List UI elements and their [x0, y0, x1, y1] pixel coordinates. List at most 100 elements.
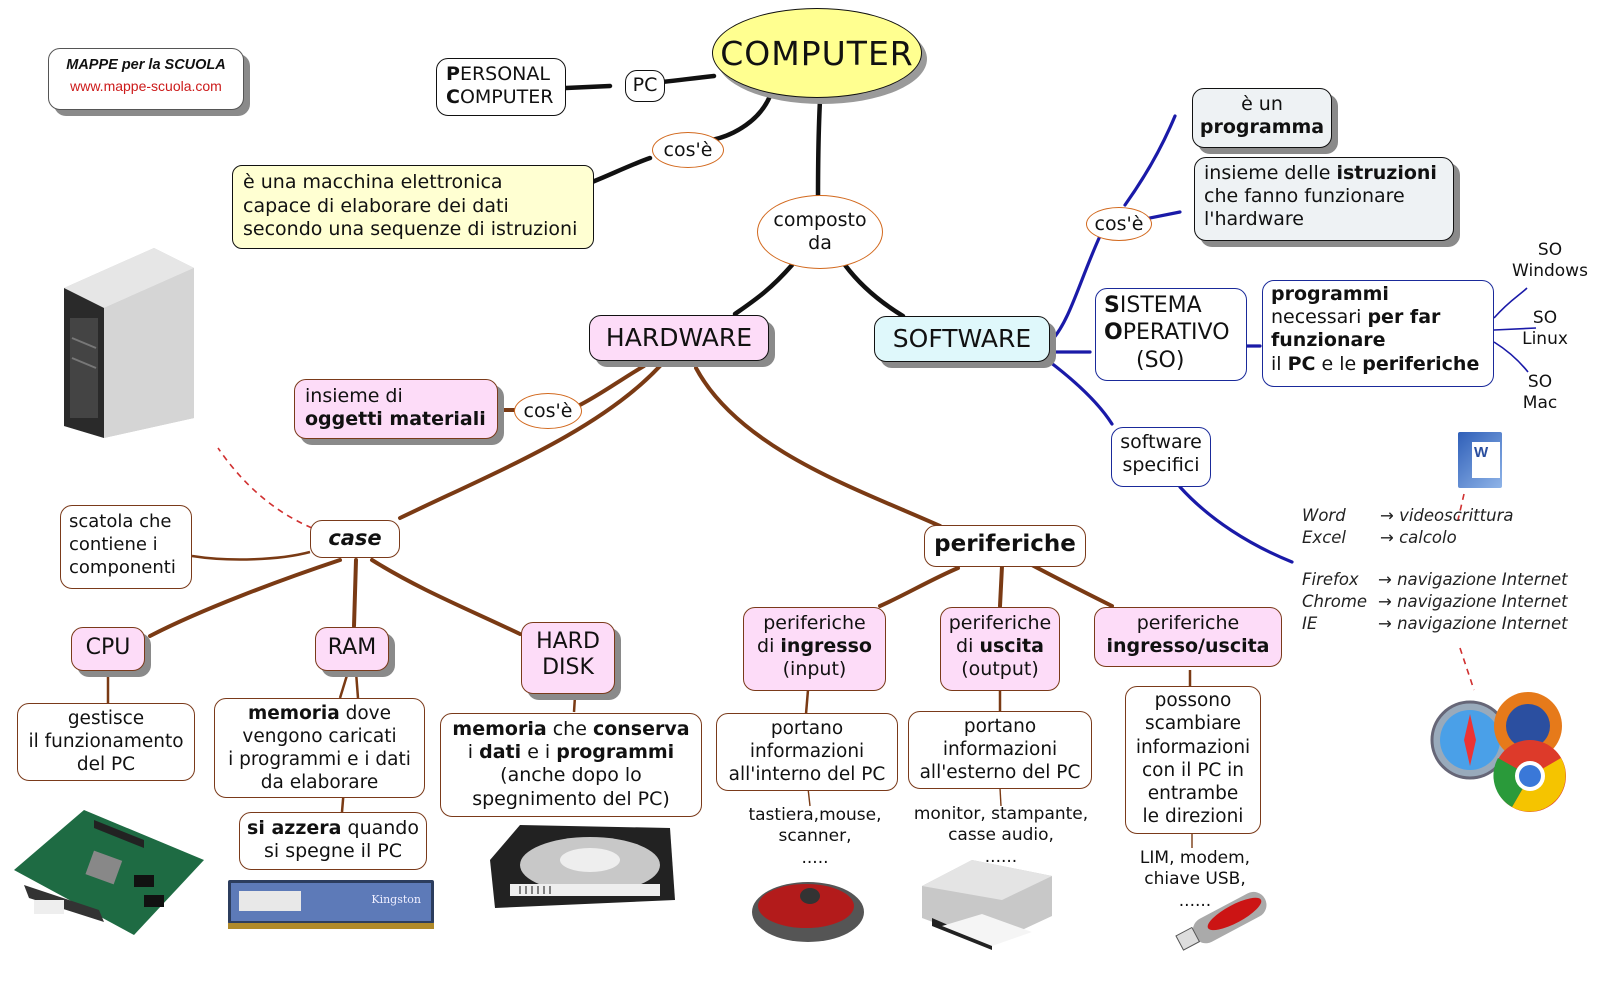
software-node[interactable]: SOFTWARE [874, 316, 1050, 362]
cpu-description-node[interactable]: gestisce il funzionamento del PC [17, 703, 195, 781]
hw-def-bold: oggetti materiali [305, 407, 486, 430]
is-program-node[interactable]: è un programma [1192, 88, 1332, 148]
os-example-line: SO [1527, 372, 1553, 392]
app-name: Word [1302, 506, 1346, 525]
definition-line: secondo una sequenze di istruzioni [243, 218, 578, 241]
os-initial: O [1104, 320, 1123, 346]
case-desc-line: componenti [69, 557, 176, 579]
example-line: monitor, stampante, [913, 804, 1089, 824]
app-row: Firefox→ navigazione Internet [1302, 570, 1568, 589]
osdef-text: e le [1315, 352, 1363, 375]
link-os-linux [1493, 327, 1537, 331]
output-description-node[interactable]: portano informazioni all'esterno del PC [908, 711, 1092, 789]
case-label: case [328, 526, 382, 550]
cose-link-hardware[interactable]: cos'è [514, 393, 582, 429]
instr-line: che fanno funzionare [1204, 185, 1405, 208]
hw-def-line1: insieme di [305, 385, 403, 407]
hardware-definition-node[interactable]: insieme di oggetti materiali [294, 379, 498, 439]
link-input-desc [804, 689, 810, 715]
io-desc-line: entrambe [1147, 783, 1239, 805]
root-node-computer[interactable]: COMPUTER [712, 8, 922, 98]
composto-da-link[interactable]: composto da [757, 195, 883, 269]
link-pc-personal [563, 83, 613, 91]
operating-system-node[interactable]: SISTEMA OPERATIVO (SO) [1095, 288, 1247, 381]
link-case-cpu [148, 558, 342, 638]
pc-abbrev-node[interactable]: PC [625, 70, 665, 102]
brand-box: MAPPE per la SCUOLA www.mappe-scuola.com [48, 48, 244, 110]
case-description-node[interactable]: scatola che contiene i componenti [60, 505, 192, 589]
ram-node[interactable]: RAM [315, 627, 389, 671]
link-hardware-case [398, 364, 662, 520]
cose-link-root[interactable]: cos'è [652, 132, 724, 168]
specific-line: software [1120, 431, 1202, 453]
os-example-line: SO [1532, 308, 1558, 328]
link-cose-definition [589, 155, 653, 185]
output-desc-line: informazioni [942, 738, 1058, 760]
app-use: → calcolo [1380, 528, 1457, 547]
peripherals-node[interactable]: periferiche [924, 525, 1086, 567]
input-desc-line: portano [770, 718, 844, 739]
cose-link-software[interactable]: cos'è [1086, 207, 1152, 241]
link-composto-hardware [732, 262, 795, 317]
os-example-line: Linux [1522, 329, 1568, 350]
example-line: ..... [801, 847, 829, 868]
input-examples: tastiera,mouse, scanner, ..... [740, 805, 890, 869]
computer-definition-node[interactable]: è una macchina elettronica capace di ela… [232, 165, 594, 249]
personal-text: ERSONAL [459, 63, 550, 85]
output-peripherals-node[interactable]: periferiche di uscita (output) [940, 607, 1060, 691]
ram-note-bold: si azzera [247, 817, 342, 839]
ram-note-node[interactable]: si azzera quando si spegne il PC [239, 812, 427, 870]
hdd-text: i [467, 741, 480, 764]
ram-note-text: quando [341, 817, 419, 839]
io-description-node[interactable]: possono scambiare informazioni con il PC… [1125, 686, 1261, 834]
link-os-windows [1493, 287, 1528, 319]
io-desc-line: le direzioni [1142, 806, 1244, 828]
personal-computer-node[interactable]: PERSONAL COMPUTER [436, 58, 566, 116]
case-desc-line: scatola che [69, 511, 172, 532]
case-node[interactable]: case [310, 520, 400, 558]
pc-tower-image [64, 248, 194, 438]
instructions-node[interactable]: insieme delle istruzioni che fanno funzi… [1194, 157, 1454, 241]
app-row: Chrome→ navigazione Internet [1302, 592, 1568, 611]
hard-disk-node[interactable]: HARD DISK [521, 622, 615, 694]
word-letter: W [1474, 444, 1489, 461]
pc-initial-p: P [446, 63, 460, 85]
io-desc-line: informazioni [1135, 736, 1251, 758]
instr-line: l'hardware [1204, 208, 1304, 231]
output-examples: monitor, stampante, casse audio, ...... [906, 804, 1096, 868]
hard-disk-description-node[interactable]: memoria che conserva i dati e i programm… [440, 713, 702, 817]
input-desc-line: all'interno del PC [728, 763, 886, 785]
os-definition-node[interactable]: programmi necessari per far funzionare i… [1262, 280, 1494, 387]
ram-description-node[interactable]: memoria dove vengono caricati i programm… [214, 698, 425, 798]
osdef-text: necessari [1271, 306, 1368, 329]
os-example-mac: SO Mac [1505, 372, 1575, 415]
brand-title: MAPPE per la SCUOLA [66, 57, 226, 73]
hdd-bold: programmi [556, 741, 675, 764]
hdd-desc-line: spegnimento del PC) [472, 787, 670, 810]
specific-software-node[interactable]: software specifici [1111, 427, 1211, 487]
instr-text: insieme delle [1204, 162, 1337, 184]
io-peripherals-node[interactable]: periferiche ingresso/uscita [1094, 607, 1282, 667]
output-bold: uscita [979, 635, 1044, 658]
brand-url[interactable]: www.mappe-scuola.com [70, 78, 222, 95]
example-line: LIM, modem, [1139, 848, 1251, 868]
word-page [1472, 442, 1500, 478]
ram-label-sticker [239, 891, 301, 911]
link-case-hdd [370, 558, 522, 636]
link-periferiche-io [1028, 562, 1114, 608]
link-hardware-periferiche [694, 366, 942, 528]
printer-image [922, 860, 1052, 950]
input-description-node[interactable]: portano informazioni all'interno del PC [716, 713, 898, 791]
ram-note-line: si spegne il PC [263, 839, 403, 862]
input-peripherals-node[interactable]: periferiche di ingresso (input) [743, 607, 886, 691]
input-line: (input) [782, 658, 847, 681]
da-text: da [808, 232, 832, 254]
link-root-composto [815, 97, 823, 201]
io-examples: LIM, modem, chiave USB, ...... [1130, 848, 1260, 912]
cpu-node[interactable]: CPU [71, 627, 145, 671]
os-initial: S [1104, 293, 1120, 318]
app-use: → navigazione Internet [1378, 570, 1568, 589]
hardware-node[interactable]: HARDWARE [589, 315, 769, 361]
ram-brand: Kingston [371, 893, 421, 906]
link-root-cose [709, 93, 773, 143]
